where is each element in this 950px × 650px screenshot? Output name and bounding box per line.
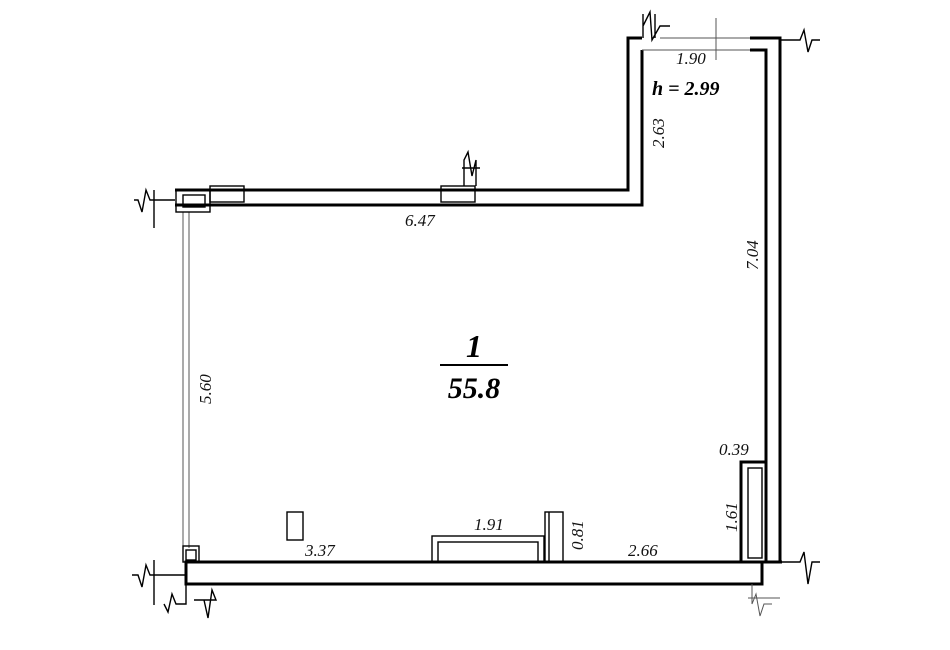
bottom-window-frame bbox=[431, 535, 545, 563]
dim-top-wall: 6.47 bbox=[405, 211, 436, 230]
break-bottom-right bbox=[770, 551, 820, 585]
room-area: 55.8 bbox=[448, 372, 501, 405]
break-bottom-left-2 bbox=[163, 584, 218, 619]
dim-right-wall: 7.04 bbox=[743, 240, 762, 270]
dim-left-wall: 5.60 bbox=[196, 374, 215, 404]
dim-bottom-left: 3.37 bbox=[304, 541, 336, 560]
break-symbols bbox=[132, 9, 820, 619]
dim-column-depth: 1.61 bbox=[722, 502, 741, 532]
column-outer bbox=[739, 460, 768, 564]
small-fixture bbox=[544, 511, 564, 563]
floor-outlet bbox=[286, 511, 304, 541]
break-top-nook bbox=[642, 9, 670, 43]
column-inner bbox=[747, 467, 763, 559]
corner-block-inner bbox=[182, 194, 206, 208]
dim-nook-depth: 2.63 bbox=[649, 118, 668, 148]
dim-bottom-window: 1.91 bbox=[474, 515, 504, 534]
bottom-fixtures bbox=[182, 511, 564, 563]
bottom-left-block bbox=[182, 545, 200, 563]
nook-opening bbox=[642, 18, 750, 60]
radiator-right bbox=[440, 185, 476, 203]
bottom-window-inner bbox=[437, 541, 539, 563]
right-wall-inner bbox=[750, 48, 768, 562]
bottom-wall bbox=[184, 560, 764, 586]
break-top-left bbox=[134, 187, 175, 228]
right-wall-outer bbox=[750, 36, 782, 562]
dim-top-nook-width: 1.90 bbox=[676, 49, 706, 68]
dim-bottom-small: 0.81 bbox=[568, 520, 587, 550]
room-number: 1 bbox=[466, 328, 482, 364]
break-bottom-right-2 bbox=[748, 584, 780, 617]
top-wall-inner bbox=[175, 50, 644, 207]
top-left-fixtures bbox=[175, 185, 476, 213]
dim-column-width: 0.39 bbox=[719, 440, 749, 459]
bottom-left-block-inner bbox=[185, 549, 197, 561]
radiator-left bbox=[209, 185, 245, 203]
column bbox=[739, 460, 768, 564]
walls bbox=[175, 36, 782, 586]
break-top-wall bbox=[462, 149, 480, 186]
dim-bottom-right: 2.66 bbox=[628, 541, 658, 560]
dimension-labels: 1.90 2.63 6.47 7.04 5.60 0.39 1.61 3.37 … bbox=[196, 49, 762, 560]
top-wall-outer bbox=[175, 36, 642, 192]
break-top-right bbox=[780, 27, 820, 53]
ceiling-height: h = 2.99 bbox=[652, 78, 720, 100]
break-bottom-left bbox=[132, 560, 186, 605]
